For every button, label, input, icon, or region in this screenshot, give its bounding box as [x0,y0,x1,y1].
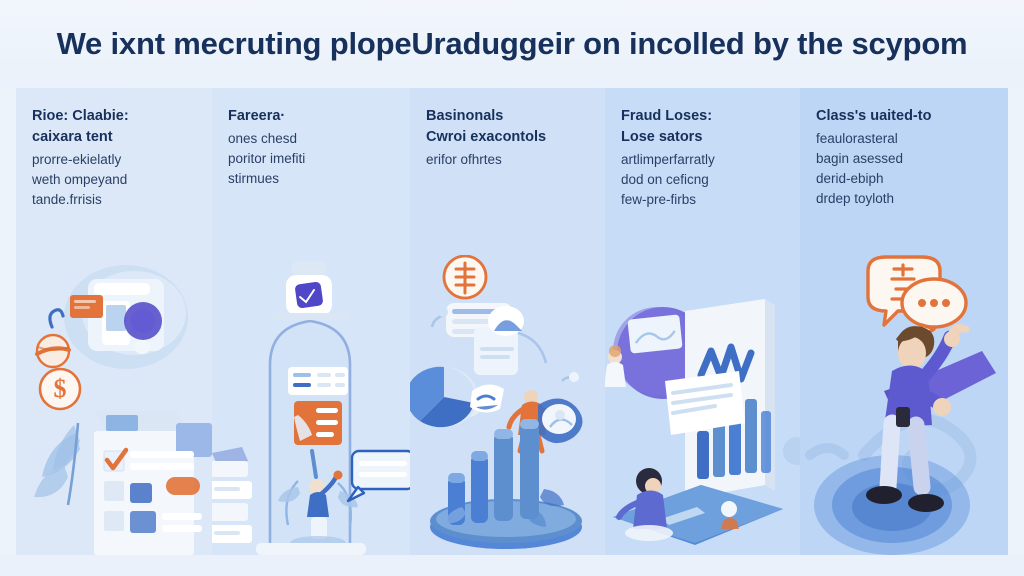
column-5[interactable]: Class's uaited-to feaulorasteral bagin a… [800,88,1008,555]
column-1[interactable]: Rioe: Claabie: caixara tent prorre-ekiel… [16,88,212,555]
right-gutter [1008,88,1024,555]
page-title: We ixnt mecruting plopeUraduggeir on inc… [56,26,968,61]
dome-cap-icon [272,261,348,320]
column-1-title: Rioe: Claabie: caixara tent [32,106,196,148]
small-figure [605,345,626,387]
column-4-title-line-1: Fraud Loses: [621,108,713,124]
speech-bubble [346,449,410,503]
column-2-body-line-3: stirmues [228,170,280,186]
column-5-title: Class's uaited-to [816,106,992,127]
bar-chart-platform [430,419,582,549]
column-group: Rioe: Claabie: caixara tent prorre-ekiel… [16,88,1008,555]
column-5-body-line-2: bagin asessed [816,150,904,166]
person-figure [616,468,673,541]
left-gutter [0,88,16,555]
column-1-body-line-2: weth ompeyand [32,171,128,187]
poster-footer [0,555,1024,576]
column-1-body-line-3: tande.frrisis [32,191,102,207]
column-3-title-line-2: Cwroi exacontols [426,129,547,146]
column-2-body-line-1: ones chesd [228,131,298,147]
column-5-illustration [800,255,1008,555]
orange-card [70,295,103,318]
column-4-illustration [605,255,800,555]
column-1-illustration: $ [16,255,212,555]
column-1-body-line-1: prorre-ekielatly [32,152,122,168]
column-3-body: erifor ofhrtes [426,150,589,170]
pie-chart [410,366,482,428]
column-5-body-line-3: derid-ebiph [816,170,884,186]
stacked-papers [212,447,252,543]
column-5-body-line-4: drdep toyloth [816,190,895,206]
orange-card [294,401,342,445]
column-3-title: Basinonals Cwroi exacontols [426,106,589,148]
column-1-body: prorre-ekielatly weth ompeyand tande.frr… [32,150,196,210]
column-1-title-line-1: Rioe: Claabie: [32,108,129,124]
column-5-body-line-1: feaulorasteral [816,131,898,147]
column-2-body-line-2: poritor imefiti [228,150,306,166]
column-2-body: ones chesd poritor imefiti stirmues [228,129,394,189]
document-card [470,384,504,413]
column-4-title-line-2: Lose sators [621,129,703,146]
svg-text:$: $ [54,374,67,403]
dollar-coin-icon: $ [35,308,82,411]
column-4-title: Fraud Loses: Lose sators [621,106,784,148]
column-3-body-line-1: erifor ofhrtes [426,152,502,168]
magnifier-bubble [538,372,583,444]
person-figure [866,323,970,512]
column-4-body-line-3: few-pre-firbs [621,191,697,207]
column-4-body-line-1: artlimperfarratly [621,152,715,168]
column-2-title: Fareera· [228,106,394,127]
plant-leaves [34,422,80,506]
column-5-title-line-1: Class's uaited-to [816,108,932,124]
column-2-illustration [212,255,410,555]
column-3[interactable]: Basinonals Cwroi exacontols erifor ofhrt… [410,88,605,555]
column-1-title-line-2: caixara tent [32,129,113,146]
poster-header: We ixnt mecruting plopeUraduggeir on inc… [0,0,1024,88]
column-3-title-line-1: Basinonals [426,108,504,124]
column-3-illustration [410,255,605,555]
column-5-body: feaulorasteral bagin asessed derid-ebiph… [816,129,992,208]
note-card [665,371,745,435]
column-4-body: artlimperfarratly dod on ceficng few-pre… [621,150,784,210]
column-2-title-line-1: Fareera· [228,108,286,124]
column-2[interactable]: Fareera· ones chesd poritor imefiti stir… [212,88,410,555]
column-4-body-line-2: dod on ceficng [621,171,709,187]
column-4[interactable]: Fraud Loses: Lose sators artlimperfarrat… [605,88,800,555]
checklist-box [94,411,212,555]
coin-badge-icon [442,255,488,300]
